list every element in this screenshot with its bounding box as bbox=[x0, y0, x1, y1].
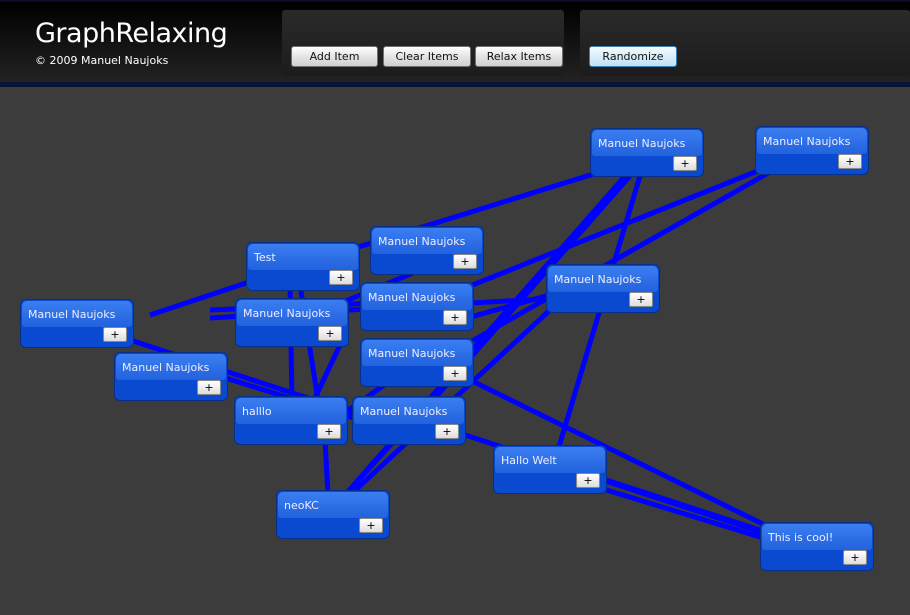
node-label: Manuel Naujoks bbox=[763, 135, 851, 148]
randomize-button[interactable]: Randomize bbox=[589, 46, 677, 67]
add-item-button[interactable]: Add Item bbox=[291, 46, 378, 67]
graph-node[interactable]: Hallo Welt + bbox=[493, 445, 607, 494]
node-header bbox=[362, 340, 472, 366]
graph-node[interactable]: Manuel Naujoks + bbox=[755, 126, 869, 175]
node-label: Test bbox=[254, 251, 276, 264]
node-add-button[interactable]: + bbox=[838, 154, 862, 169]
node-add-button[interactable]: + bbox=[103, 327, 127, 342]
node-header bbox=[116, 354, 226, 380]
node-label: Manuel Naujoks bbox=[243, 307, 331, 320]
edge bbox=[458, 372, 777, 533]
graph-node[interactable]: Manuel Naujoks + bbox=[360, 282, 474, 331]
node-add-button[interactable]: + bbox=[443, 366, 467, 381]
graph-node[interactable]: Manuel Naujoks + bbox=[352, 396, 466, 445]
node-header bbox=[237, 300, 347, 326]
node-label: halllo bbox=[242, 405, 272, 418]
edge bbox=[343, 438, 397, 497]
graph-node[interactable]: This is cool! + bbox=[760, 522, 874, 571]
node-header bbox=[22, 301, 132, 327]
app-title: GraphRelaxing bbox=[35, 18, 228, 49]
graph-node[interactable]: Manuel Naujoks + bbox=[235, 298, 349, 347]
node-label: Manuel Naujoks bbox=[368, 347, 456, 360]
node-add-button[interactable]: + bbox=[673, 156, 697, 171]
node-header bbox=[757, 128, 867, 154]
edge bbox=[599, 485, 771, 543]
node-label: Manuel Naujoks bbox=[378, 235, 466, 248]
graph-node[interactable]: neoKC + bbox=[276, 490, 390, 539]
node-add-button[interactable]: + bbox=[629, 292, 653, 307]
node-header bbox=[495, 447, 605, 473]
node-header bbox=[762, 524, 872, 550]
node-label: Manuel Naujoks bbox=[360, 405, 448, 418]
node-label: This is cool! bbox=[768, 531, 834, 544]
node-add-button[interactable]: + bbox=[843, 550, 867, 565]
graph-node[interactable]: Manuel Naujoks + bbox=[20, 299, 134, 348]
node-add-button[interactable]: + bbox=[317, 424, 341, 439]
node-header bbox=[236, 398, 346, 424]
node-label: Manuel Naujoks bbox=[368, 291, 456, 304]
graph-node[interactable]: halllo + bbox=[234, 396, 348, 445]
edge bbox=[459, 165, 766, 293]
node-label: Manuel Naujoks bbox=[28, 308, 116, 321]
node-add-button[interactable]: + bbox=[359, 518, 383, 533]
header: GraphRelaxing © 2009 Manuel Naujoks Add … bbox=[0, 0, 910, 82]
graph-node[interactable]: Test + bbox=[246, 242, 360, 291]
node-label: Manuel Naujoks bbox=[122, 361, 210, 374]
node-header bbox=[354, 398, 464, 424]
copyright: © 2009 Manuel Naujoks bbox=[35, 54, 169, 67]
graph-node[interactable]: Manuel Naujoks + bbox=[114, 352, 228, 401]
edge bbox=[555, 175, 643, 451]
node-header bbox=[362, 284, 472, 310]
node-label: Hallo Welt bbox=[501, 454, 557, 467]
graph-node[interactable]: Manuel Naujoks + bbox=[590, 128, 704, 177]
node-add-button[interactable]: + bbox=[576, 473, 600, 488]
relax-items-button[interactable]: Relax Items bbox=[475, 46, 563, 67]
node-header bbox=[248, 244, 358, 270]
node-add-button[interactable]: + bbox=[453, 254, 477, 269]
node-header bbox=[372, 228, 482, 254]
clear-items-button[interactable]: Clear Items bbox=[383, 46, 471, 67]
node-header bbox=[548, 266, 658, 292]
graph-node[interactable]: Manuel Naujoks + bbox=[546, 264, 660, 313]
edge bbox=[459, 289, 561, 323]
node-add-button[interactable]: + bbox=[329, 270, 353, 285]
edge bbox=[599, 475, 776, 538]
node-label: neoKC bbox=[284, 499, 319, 512]
node-label: Manuel Naujoks bbox=[598, 137, 686, 150]
node-add-button[interactable]: + bbox=[197, 380, 221, 395]
header-divider bbox=[0, 82, 910, 87]
node-add-button[interactable]: + bbox=[443, 310, 467, 325]
graph-node[interactable]: Manuel Naujoks + bbox=[360, 338, 474, 387]
node-add-button[interactable]: + bbox=[318, 326, 342, 341]
node-label: Manuel Naujoks bbox=[554, 273, 642, 286]
edge bbox=[322, 439, 331, 496]
node-header bbox=[278, 492, 388, 518]
node-header bbox=[592, 130, 702, 156]
node-add-button[interactable]: + bbox=[435, 424, 459, 439]
graph-node[interactable]: Manuel Naujoks + bbox=[370, 226, 484, 275]
